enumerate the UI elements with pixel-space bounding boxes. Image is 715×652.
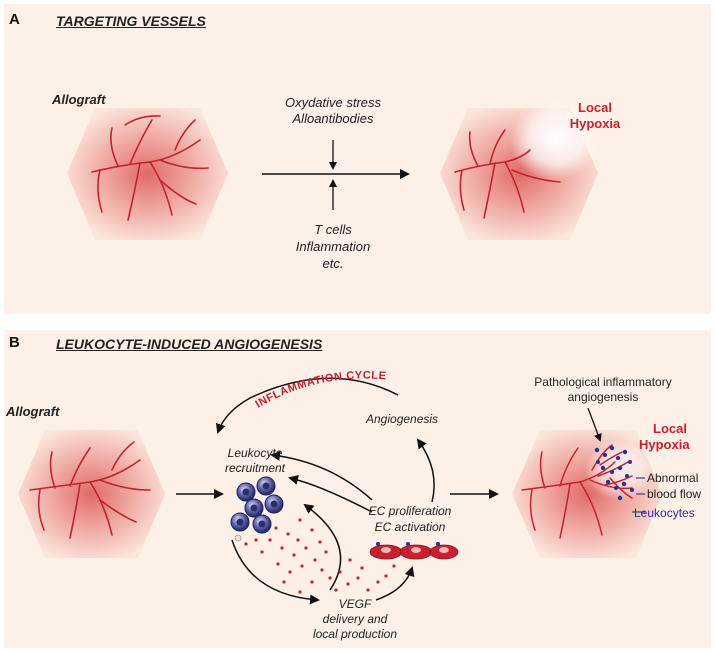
allograft-tissue-b (18, 430, 165, 558)
ec-to-recruitment-arrows (270, 450, 373, 513)
vegf-to-recruitment-arrow (303, 503, 342, 591)
pathological-tissue-b (512, 430, 662, 558)
vegf-label-2: delivery and (322, 612, 388, 626)
tcell-label-2: Inflammation (295, 239, 371, 254)
vegf-label-1: VEGF (338, 597, 372, 611)
panel-a-title: TARGETING VESSELS (56, 13, 206, 29)
annotation-lines (632, 477, 645, 513)
leukocyte-recruitment-label-2: recruitment (224, 461, 286, 475)
pathological-label-1: Pathological inflammatory (534, 375, 672, 389)
inflammation-cycle-label: INFLAMMATION CYCLE (253, 370, 386, 411)
vegf-to-ec-arrow (375, 566, 415, 601)
allograft-tissue-a (67, 108, 228, 240)
stress-label-1: Oxydative stress (284, 95, 382, 110)
angiogenesis-label: Angiogenesis (366, 412, 439, 426)
allograft-label-a: Allograft (52, 92, 106, 107)
hypoxic-tissue-a (440, 100, 600, 240)
tcell-label-1: T cells (314, 222, 352, 237)
leukocyte-cells (230, 476, 284, 542)
leukocytes-label: Leukocytes (634, 506, 695, 520)
hypoxia-label-b-1: Local (653, 421, 687, 436)
vegf-dots (244, 518, 396, 594)
stress-label-2: Alloantibodies (292, 111, 374, 126)
hypoxia-label-b-2: Hypoxia (639, 437, 690, 452)
pathological-label-2: angiogenesis (567, 390, 639, 404)
tcell-label-3: etc. (322, 256, 344, 271)
vegf-label-3: local production (312, 627, 398, 641)
hypoxia-label-a-1: Local (578, 100, 612, 115)
ec-proliferation-label: EC proliferation (368, 504, 452, 518)
ec-to-angiogenesis-arrow (416, 438, 435, 503)
ec-activation-label: EC activation (374, 520, 446, 534)
allograft-label-b: Allograft (6, 404, 60, 419)
panel-b-letter: B (9, 334, 20, 351)
panel-a-letter: A (9, 11, 20, 28)
inflammation-cycle-arc (215, 377, 399, 434)
leukocyte-to-vegf-arrow (231, 539, 320, 605)
panel-b-title: LEUKOCYTE-INDUCED ANGIOGENESIS (56, 336, 323, 352)
abnormal-label-1: Abnormal (647, 471, 699, 485)
pathological-pointer-arrow (587, 407, 602, 442)
leukocyte-recruitment-label-1: Leukocyte (227, 446, 283, 460)
abnormal-label-2: blood flow (647, 487, 702, 501)
hypoxia-label-a-2: Hypoxia (569, 116, 621, 131)
endothelial-cells (369, 542, 459, 560)
